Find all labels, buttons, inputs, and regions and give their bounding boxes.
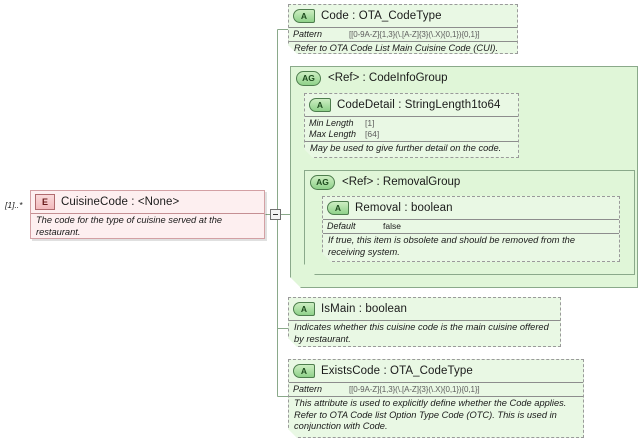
facet-value: [1] — [365, 118, 375, 128]
node-label: ExistsCode : OTA_CodeType — [321, 365, 473, 377]
facet-name: Pattern — [293, 29, 323, 39]
group-title-removal-group: AG <Ref> : RemovalGroup — [305, 171, 634, 193]
node-label: Code : OTA_CodeType — [321, 10, 442, 22]
element-badge-icon: E — [35, 194, 55, 210]
group-label: <Ref> : CodeInfoGroup — [328, 72, 448, 84]
facet-row: Pattern [[0-9A-Z]{1,3}(\.[A-Z]{3}(\.X){0… — [293, 29, 517, 40]
collapse-toggle-cuisine-code[interactable] — [270, 209, 281, 220]
attribute-badge-icon: A — [293, 364, 315, 378]
group-label: <Ref> : RemovalGroup — [342, 176, 461, 188]
facet-list-removal: Default false — [323, 219, 619, 233]
facet-name: Min Length — [309, 118, 354, 128]
facet-row: Min Length [1] — [309, 118, 518, 129]
attribute-group-badge-icon: AG — [296, 71, 321, 86]
node-doc: May be used to give further detail on th… — [305, 141, 518, 157]
node-doc: Refer to OTA Code List Main Cuisine Code… — [289, 41, 517, 57]
node-label: CuisineCode : <None> — [61, 196, 180, 208]
facet-row: Default false — [327, 221, 619, 232]
node-label: Removal : boolean — [355, 202, 453, 214]
attribute-group-badge-icon: AG — [310, 175, 335, 190]
node-label: IsMain : boolean — [321, 303, 407, 315]
facet-name: Default — [327, 221, 356, 231]
facet-list-code: Pattern [[0-9A-Z]{1,3}(\.[A-Z]{3}(\.X){0… — [289, 27, 517, 41]
group-title-code-info-group: AG <Ref> : CodeInfoGroup — [291, 67, 637, 89]
node-cuisine-code[interactable]: E CuisineCode : <None> The code for the … — [30, 190, 265, 239]
facet-value: [64] — [365, 129, 380, 139]
attribute-badge-icon: A — [309, 98, 331, 112]
node-doc: If true, this item is obsolete and shoul… — [323, 233, 619, 260]
facet-value: false — [383, 221, 401, 231]
facet-row: Max Length [64] — [309, 129, 518, 140]
attribute-badge-icon: A — [327, 201, 349, 215]
node-title-cuisine-code: E CuisineCode : <None> — [31, 191, 264, 213]
facet-list-exists-code: Pattern [[0-9A-Z]{1,3}(\.[A-Z]{3}(\.X){0… — [289, 382, 583, 396]
node-is-main[interactable]: A IsMain : boolean Indicates whether thi… — [288, 297, 561, 347]
node-title-is-main: A IsMain : boolean — [289, 298, 560, 320]
facet-name: Pattern — [293, 384, 323, 394]
facet-row: Pattern [[0-9A-Z]{1,3}(\.[A-Z]{3}(\.X){0… — [293, 384, 583, 395]
node-code[interactable]: A Code : OTA_CodeType Pattern [[0-9A-Z]{… — [288, 4, 518, 54]
node-title-removal: A Removal : boolean — [323, 197, 619, 219]
node-removal[interactable]: A Removal : boolean Default false If tru… — [322, 196, 620, 262]
node-title-code: A Code : OTA_CodeType — [289, 5, 517, 27]
node-label: CodeDetail : StringLength1to64 — [337, 99, 501, 111]
attribute-badge-icon: A — [293, 302, 315, 316]
node-exists-code[interactable]: A ExistsCode : OTA_CodeType Pattern [[0-… — [288, 359, 584, 438]
node-title-exists-code: A ExistsCode : OTA_CodeType — [289, 360, 583, 382]
facet-name: Max Length — [309, 129, 357, 139]
node-doc: This attribute is used to explicitly def… — [289, 396, 583, 435]
root-cardinality: [1]..* — [5, 200, 23, 210]
node-code-detail[interactable]: A CodeDetail : StringLength1to64 Min Len… — [304, 93, 519, 158]
node-doc: The code for the type of cuisine served … — [31, 213, 264, 240]
node-title-code-detail: A CodeDetail : StringLength1to64 — [305, 94, 518, 116]
facet-value: [[0-9A-Z]{1,3}(\.[A-Z]{3}(\.X){0,1}){0,1… — [349, 385, 480, 394]
attribute-badge-icon: A — [293, 9, 315, 23]
node-doc: Indicates whether this cuisine code is t… — [289, 320, 560, 347]
facet-list-code-detail: Min Length [1] Max Length [64] — [305, 116, 518, 141]
facet-value: [[0-9A-Z]{1,3}(\.[A-Z]{3}(\.X){0,1}){0,1… — [349, 30, 480, 39]
